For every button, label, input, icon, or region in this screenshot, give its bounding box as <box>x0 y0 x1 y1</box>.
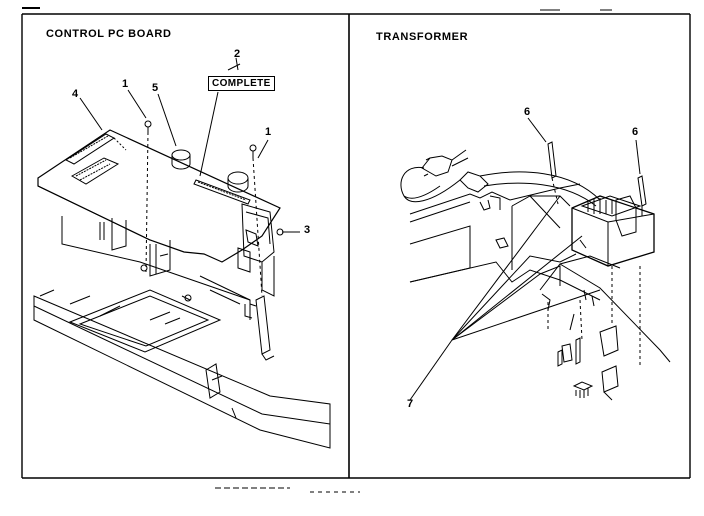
control-pc-board-title: CONTROL PC BOARD <box>46 28 172 40</box>
callout-2: 2 <box>234 48 241 60</box>
callout-1-right: 1 <box>265 126 272 138</box>
callout-1-left: 1 <box>122 78 129 90</box>
transformer-title: TRANSFORMER <box>376 31 469 43</box>
callout-6-right: 6 <box>632 126 639 138</box>
frame <box>21 7 691 493</box>
transformer-drawing <box>400 117 671 401</box>
control-pc-board-drawing <box>33 57 331 449</box>
callout-3: 3 <box>304 224 311 236</box>
complete-callout: COMPLETE <box>208 76 275 91</box>
callout-4: 4 <box>72 88 79 100</box>
callout-7: 7 <box>407 398 414 410</box>
callout-5: 5 <box>152 82 159 94</box>
callout-6-left: 6 <box>524 106 531 118</box>
